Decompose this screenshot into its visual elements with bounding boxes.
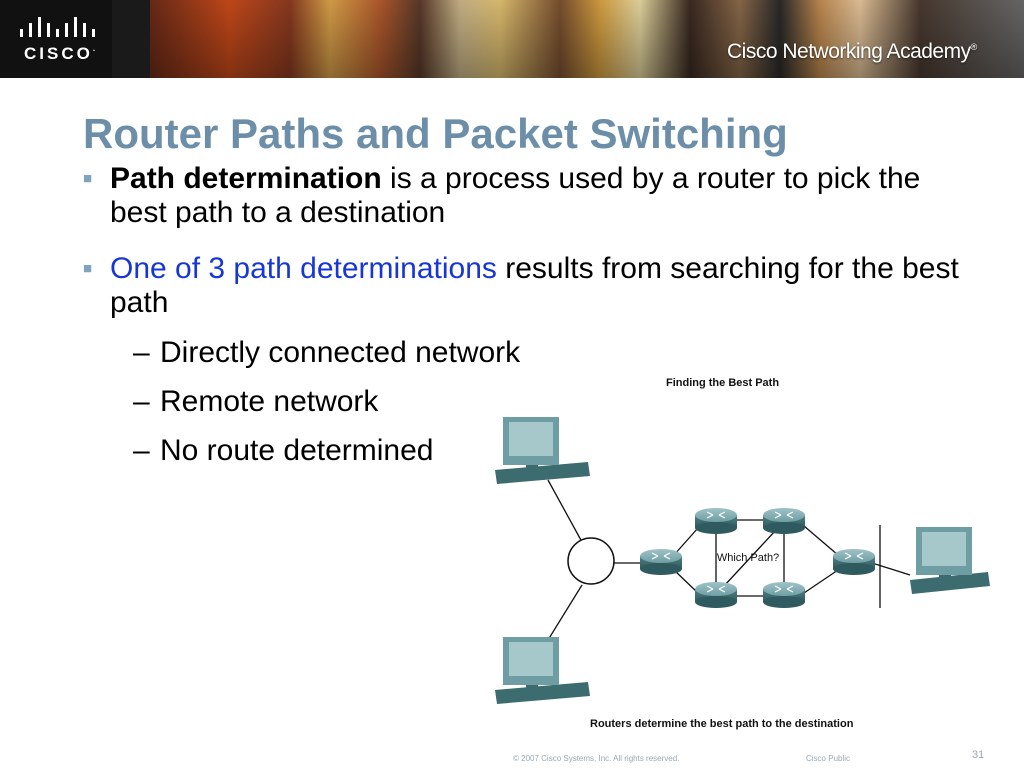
sub-item-directly-connected: –Directly connected network (133, 336, 521, 369)
computer-icon (495, 637, 590, 704)
header-banner: CISCO. Cisco Networking Academy® (0, 0, 1024, 78)
router-icon (695, 508, 737, 534)
router-icon (763, 582, 805, 608)
dash-icon: – (133, 385, 150, 418)
classification-label: Cisco Public (806, 754, 851, 763)
cisco-logo-text: CISCO. (24, 44, 96, 63)
bullet-text: results from searching for the best path (110, 252, 959, 319)
diagram-caption-top: Finding the Best Path (666, 377, 780, 389)
page-number: 31 (972, 749, 985, 761)
network-diagram: Which Path? (495, 417, 990, 704)
dash-icon: – (133, 434, 150, 467)
sub-item-no-route: –No route determined (133, 434, 434, 467)
router-icon (833, 549, 875, 575)
slide-title: Router Paths and Packet Switching (83, 110, 788, 157)
square-bullet-icon: ■ (83, 170, 93, 187)
bullet-text: is a process used by a router to pick th… (110, 162, 921, 229)
copyright-notice: © 2007 Cisco Systems, Inc. All rights re… (513, 754, 680, 763)
which-path-label: Which Path? (717, 552, 779, 564)
computer-icon (495, 417, 590, 484)
router-icon (695, 582, 737, 608)
diagram-caption-bottom: Routers determine the best path to the d… (590, 718, 854, 730)
computer-icon (910, 527, 990, 594)
sub-item-remote-network: –Remote network (133, 385, 379, 418)
banner-photo-strip (150, 0, 1024, 78)
hub-icon (567, 537, 615, 585)
dash-icon: – (133, 336, 150, 369)
router-icon (763, 508, 805, 534)
academy-brand: Cisco Networking Academy® (727, 40, 977, 63)
bullet-highlight: One of 3 path determinations (110, 252, 497, 285)
network-links (547, 479, 911, 641)
cisco-logo: CISCO. (0, 0, 112, 78)
router-icon (640, 549, 682, 575)
cisco-bridge-icon (20, 17, 95, 37)
bullet-bold-term: Path determination (110, 162, 382, 195)
square-bullet-icon: ■ (83, 260, 93, 277)
